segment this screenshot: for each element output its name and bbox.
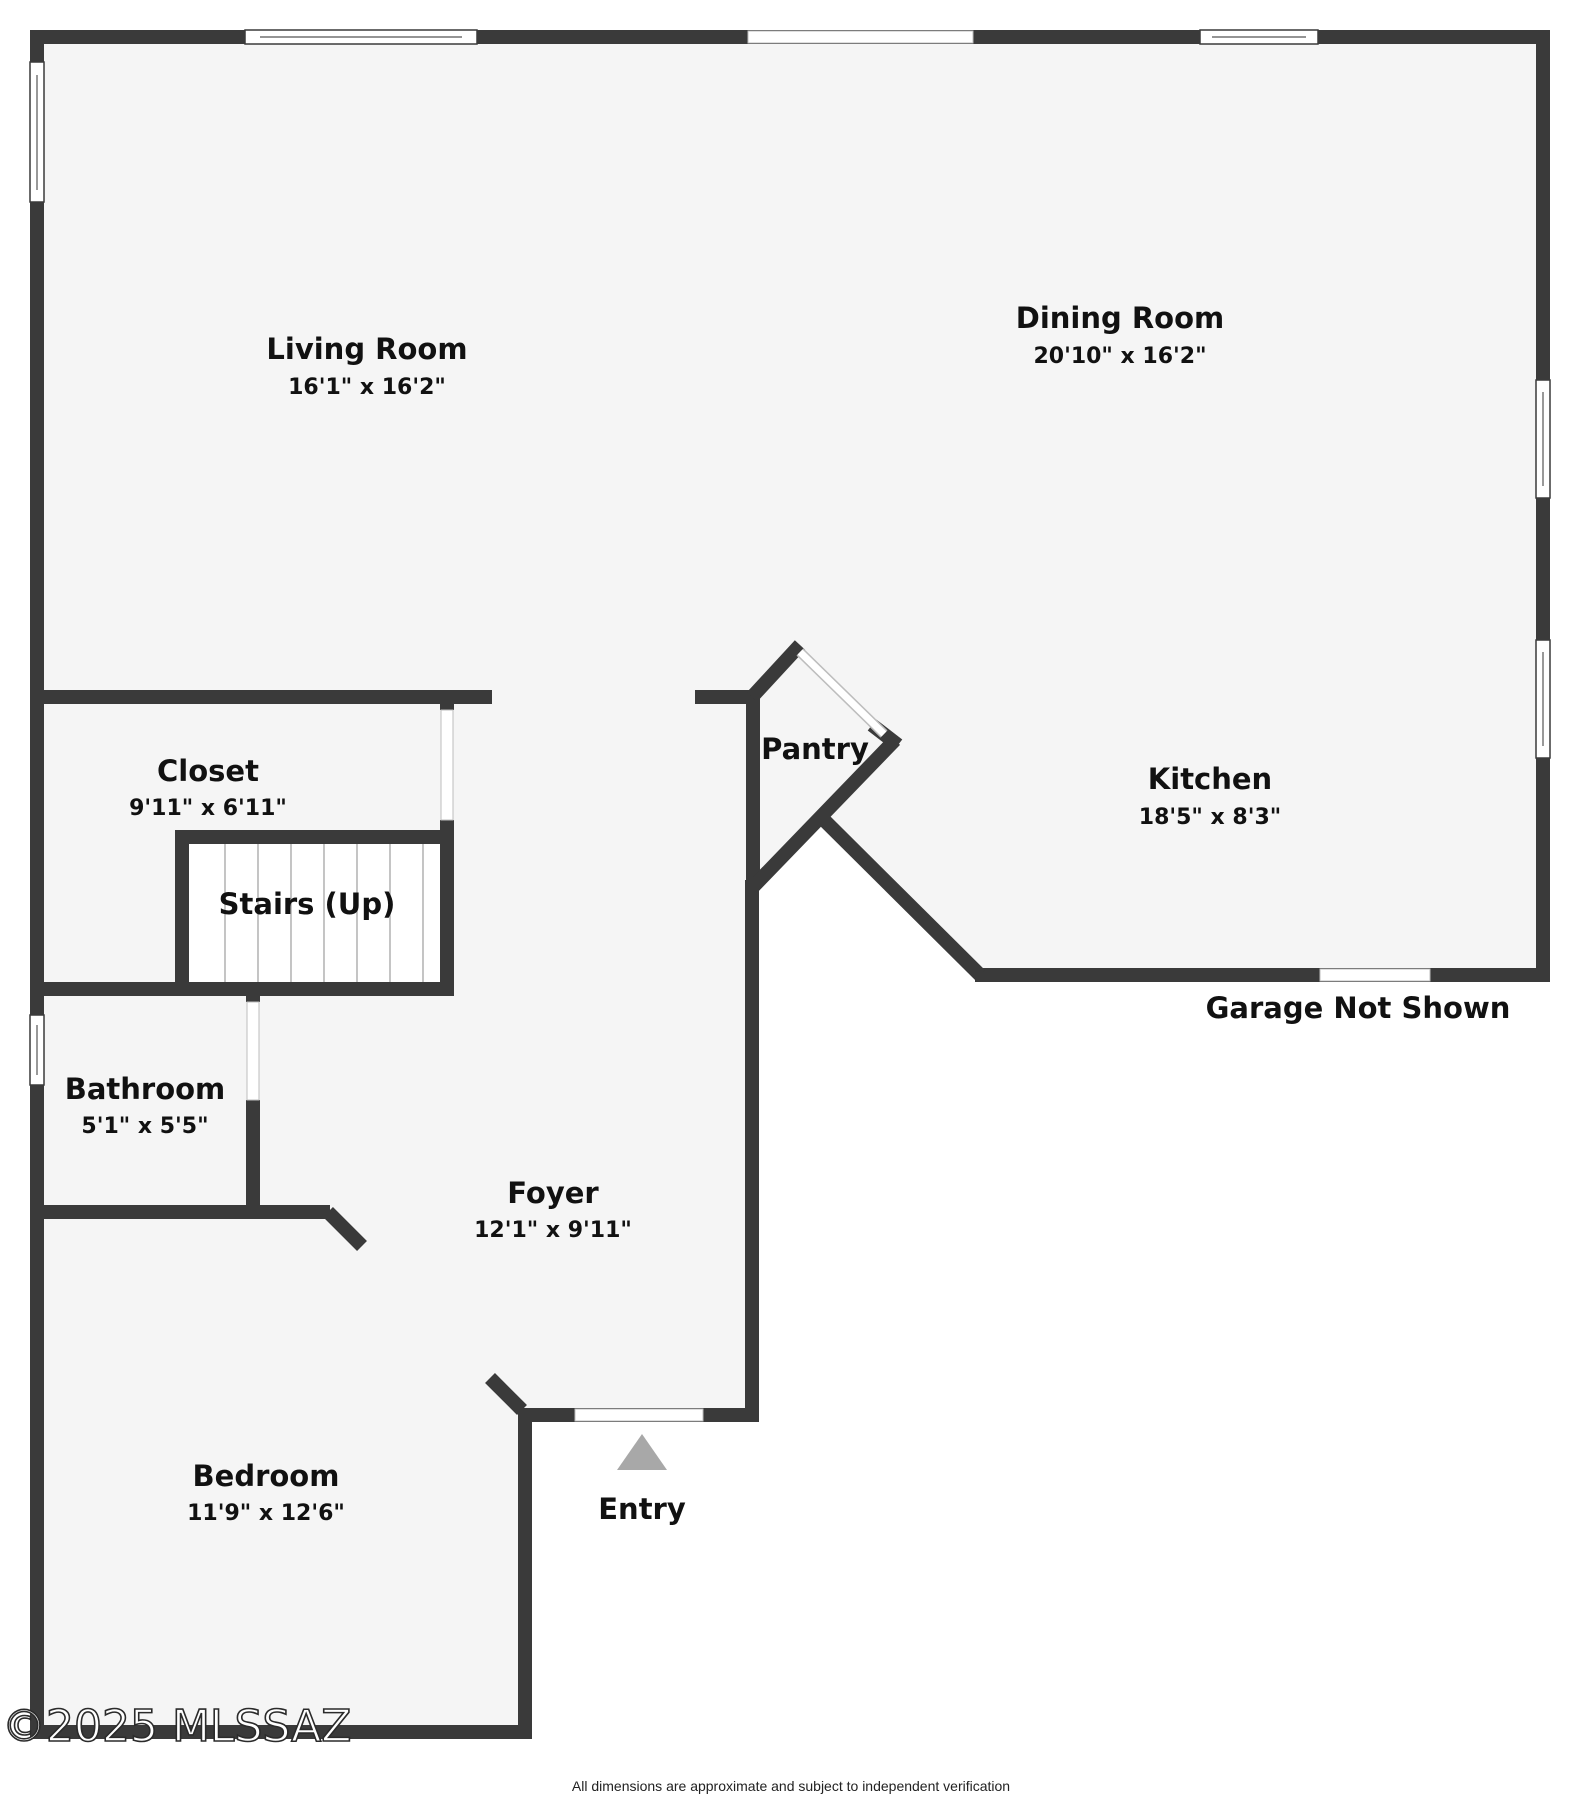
wall-closet-right-upper [440, 690, 454, 710]
bedroom-dims: 11'9" x 12'6" [187, 1501, 345, 1526]
door-closet [440, 709, 454, 821]
wall-closet-right-lower [440, 820, 454, 995]
kitchen-name: Kitchen [1148, 762, 1272, 796]
kitchen-dims: 18'5" x 8'3" [1139, 805, 1281, 830]
doors [246, 30, 1431, 1422]
wall-bedroom-door-diag-top [323, 1207, 367, 1251]
wall-pantry-left [746, 690, 760, 890]
door-garage [1319, 968, 1431, 982]
wall-bedroom-door-diag-bottom [485, 1373, 527, 1415]
dining-room-dims: 20'10" x 16'2" [1033, 344, 1206, 369]
foyer-name: Foyer [507, 1176, 599, 1210]
living-room-dims: 16'1" x 16'2" [288, 375, 446, 400]
dining-room-name: Dining Room [1016, 301, 1225, 335]
door-opening-top [747, 30, 974, 44]
bathroom-dims: 5'1" x 5'5" [81, 1114, 208, 1139]
door-entry [574, 1408, 704, 1422]
wall-pantry-bottom-diag [746, 735, 901, 893]
wall-bedroom-right [518, 1408, 532, 1737]
wall-bath-bottom [30, 1205, 330, 1219]
windows [29, 29, 1551, 1086]
foyer-dims: 12'1" x 9'11" [474, 1218, 632, 1243]
closet-dims: 9'11" x 6'11" [129, 796, 287, 821]
entry-arrow-icon [617, 1434, 667, 1470]
door-bathroom [246, 1001, 260, 1101]
wall-bath-right-lower [246, 1100, 260, 1218]
bathroom-name: Bathroom [65, 1072, 226, 1106]
footnote: All dimensions are approximate and subje… [572, 1778, 1010, 1794]
wall-stairs-top [175, 830, 454, 844]
entry-label: Entry [598, 1492, 686, 1526]
floor-area [30, 30, 1550, 1737]
wall-stairs-bottom [30, 982, 454, 996]
stairs-area [189, 844, 440, 982]
wall-bottom [30, 1725, 532, 1739]
room-labels: Living Room 16'1" x 16'2" Dining Room 20… [65, 301, 1511, 1526]
wall-kitchen-bottom [975, 968, 1550, 982]
stairs-name: Stairs (Up) [219, 887, 396, 921]
watermark: ©2025 MLSSAZ [2, 1701, 351, 1752]
stairs-treads [189, 844, 440, 982]
interior-walls [30, 640, 903, 1415]
bedroom-name: Bedroom [193, 1459, 340, 1493]
wall-pantry-stub [695, 690, 753, 704]
garage-label: Garage Not Shown [1206, 991, 1511, 1025]
wall-pantry-top-diag [746, 640, 806, 702]
wall-right [1536, 30, 1550, 982]
wall-living-closet [30, 690, 492, 704]
closet-name: Closet [157, 754, 259, 788]
wall-foyer-right [745, 880, 759, 1422]
pantry-name: Pantry [761, 732, 869, 766]
wall-stairs-left [175, 830, 189, 995]
wall-kitchen-diagonal [817, 813, 985, 980]
living-room-name: Living Room [266, 332, 467, 366]
wall-bath-right-upper [246, 982, 260, 1002]
wall-left [30, 30, 44, 1737]
